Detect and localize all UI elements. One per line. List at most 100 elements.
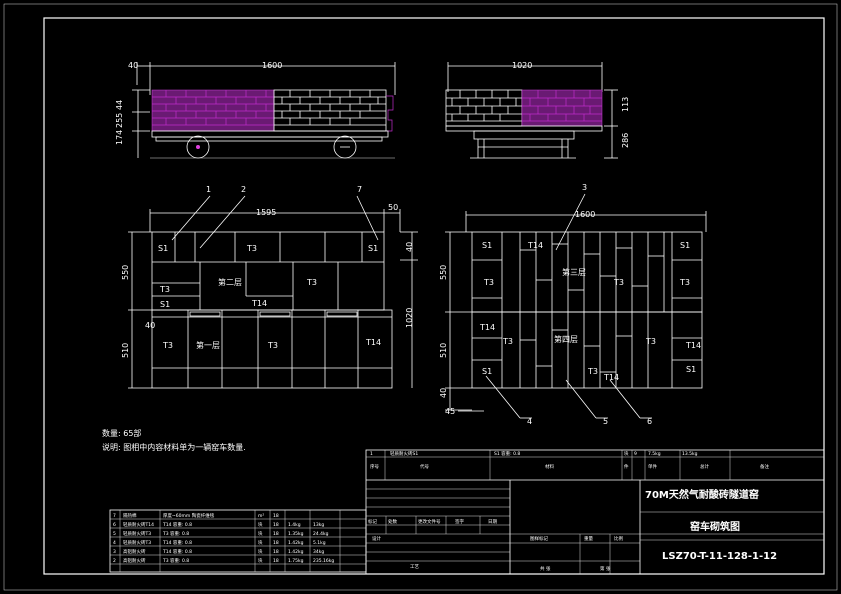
- brick-label: T3: [679, 278, 690, 287]
- dim-550-right: 550: [439, 265, 448, 280]
- dim-40-top: 40: [128, 61, 138, 70]
- callout-5: 5: [603, 417, 608, 426]
- tb-sheet: 共 张: [540, 565, 551, 572]
- dim-40-bottom: 40: [439, 388, 448, 398]
- brick-label: T3: [483, 278, 494, 287]
- title-block: 1 轻质耐火砖S1 S1 容重: 0.8 块 9 7.5kg 13.5kg 序号…: [365, 449, 825, 575]
- layer-label-3: 第三层: [562, 267, 586, 277]
- dim-1600-top: 1600: [262, 61, 282, 70]
- parts-cell-qty: 18: [273, 522, 279, 528]
- parts-cell-w1: 1.35kg: [288, 531, 304, 537]
- brick-label: T3: [502, 337, 513, 346]
- parts-cell-spec: T3 容重: 0.8: [162, 530, 189, 537]
- parts-cell-spec: T3 容重: 0.8: [162, 557, 189, 564]
- parts-cell-qty: 18: [273, 549, 279, 555]
- parts-cell-name: 轻质耐火砖T3: [123, 530, 151, 537]
- tb-header-weight: 单件: [648, 463, 657, 470]
- brick-label: T14: [365, 338, 381, 347]
- parts-cell-name: 隔热棉: [123, 512, 137, 519]
- dim-113: 113: [621, 97, 630, 112]
- callout-7: 7: [357, 185, 362, 194]
- tb-count: 处数: [388, 518, 397, 525]
- brick-label: T14: [685, 341, 701, 350]
- parts-cell-w2: 13kg: [313, 522, 324, 528]
- brick-label: S1: [680, 241, 690, 250]
- layer-label-2: 第二层: [218, 277, 242, 287]
- brick-label: T3: [613, 278, 624, 287]
- tb-row1-no: 1: [370, 451, 373, 457]
- parts-cell-unit: 块: [258, 539, 263, 546]
- brick-label: S1: [368, 244, 378, 253]
- dim-1020-top: 1020: [512, 61, 532, 70]
- tb-sign: 签字: [455, 518, 464, 525]
- dim-1020-right: 1020: [405, 308, 414, 328]
- tb-weight: 重量: [584, 535, 593, 542]
- parts-cell-name: 高铝耐火砖: [123, 557, 146, 564]
- parts-cell-qty: 18: [273, 531, 279, 537]
- brick-label: S1: [482, 367, 492, 376]
- brick-label: S1: [160, 300, 170, 309]
- tb-row1-w2: 13.5kg: [682, 451, 698, 457]
- tb-date: 日期: [488, 519, 497, 525]
- parts-cell-unit: m²: [258, 514, 264, 519]
- parts-cell-no: 3: [113, 549, 116, 555]
- brick-label: T14: [603, 373, 619, 382]
- tb-total: 第 张: [600, 565, 611, 572]
- parts-cell-name: 高铝耐火砖: [123, 548, 146, 555]
- dim-45: 45: [445, 407, 455, 416]
- tb-zone: 更改文件号: [418, 518, 441, 525]
- parts-cell-spec: 厚度~60mm 陶瓷纤维毯: [163, 512, 215, 519]
- tb-row1-qty: 9: [634, 451, 637, 457]
- parts-cell-w1: 1.42kg: [288, 540, 304, 546]
- project-title: 70M天然气耐酸砖隧道窑: [645, 488, 759, 501]
- dim-1595: 1595: [256, 208, 276, 217]
- parts-cell-no: 2: [113, 558, 116, 564]
- parts-cell-unit: 块: [258, 521, 263, 528]
- brick-label: T3: [645, 337, 656, 346]
- outer-frame: [3, 3, 838, 591]
- tb-mark: 标记: [368, 518, 377, 525]
- brick-label: T3: [246, 244, 257, 253]
- drawing-number: LSZ70-T-11-128-1-12: [662, 551, 777, 562]
- tb-row1-spec: S1 容重: 0.8: [494, 450, 520, 457]
- callout-1: 1: [206, 185, 211, 194]
- dim-550-left: 550: [121, 265, 130, 280]
- brick-label: T3: [159, 285, 170, 294]
- parts-cell-name: 轻质耐火砖T14: [123, 521, 154, 528]
- callout-2: 2: [241, 185, 246, 194]
- parts-cell-qty: 18: [273, 540, 279, 546]
- tb-stage: 图样标记: [530, 535, 548, 542]
- parts-cell-unit: 块: [258, 530, 263, 537]
- tb-scale: 比例: [614, 535, 623, 542]
- dim-255: 255: [115, 113, 124, 128]
- layer-plan-right: 1600: [439, 183, 707, 426]
- tb-header-remark: 备注: [760, 463, 769, 470]
- parts-cell-unit: 块: [258, 557, 263, 564]
- tb-header-total: 总计: [700, 463, 709, 470]
- parts-cell-w2: 5.1kg: [313, 540, 326, 546]
- brick-label: T14: [479, 323, 495, 332]
- parts-cell-no: 7: [113, 513, 116, 519]
- layer-plan-left: 1595 50: [121, 185, 418, 389]
- tb-craft: 工艺: [410, 564, 419, 570]
- tb-header-qty: 件: [624, 463, 629, 470]
- parts-cell-w2: 24.4kg: [313, 531, 329, 537]
- dim-510-right: 510: [439, 343, 448, 358]
- dim-510-left: 510: [121, 343, 130, 358]
- brick-label: T3: [267, 341, 278, 350]
- parts-cell-no: 6: [113, 522, 116, 528]
- parts-cell-qty: 18: [273, 513, 279, 519]
- parts-cell-qty: 18: [273, 558, 279, 564]
- parts-cell-no: 5: [113, 531, 116, 537]
- brick-label: S1: [482, 241, 492, 250]
- parts-cell-w1: 1.4kg: [288, 522, 301, 528]
- brick-label: S1: [686, 365, 696, 374]
- layer-label-1: 第一层: [196, 340, 220, 350]
- parts-cell-w1: 1.75kg: [288, 558, 304, 564]
- brick-label: T3: [587, 367, 598, 376]
- dim-1600-plan: 1600: [575, 210, 595, 219]
- dim-50: 50: [388, 203, 398, 212]
- tb-row1-unit: 块: [624, 450, 629, 457]
